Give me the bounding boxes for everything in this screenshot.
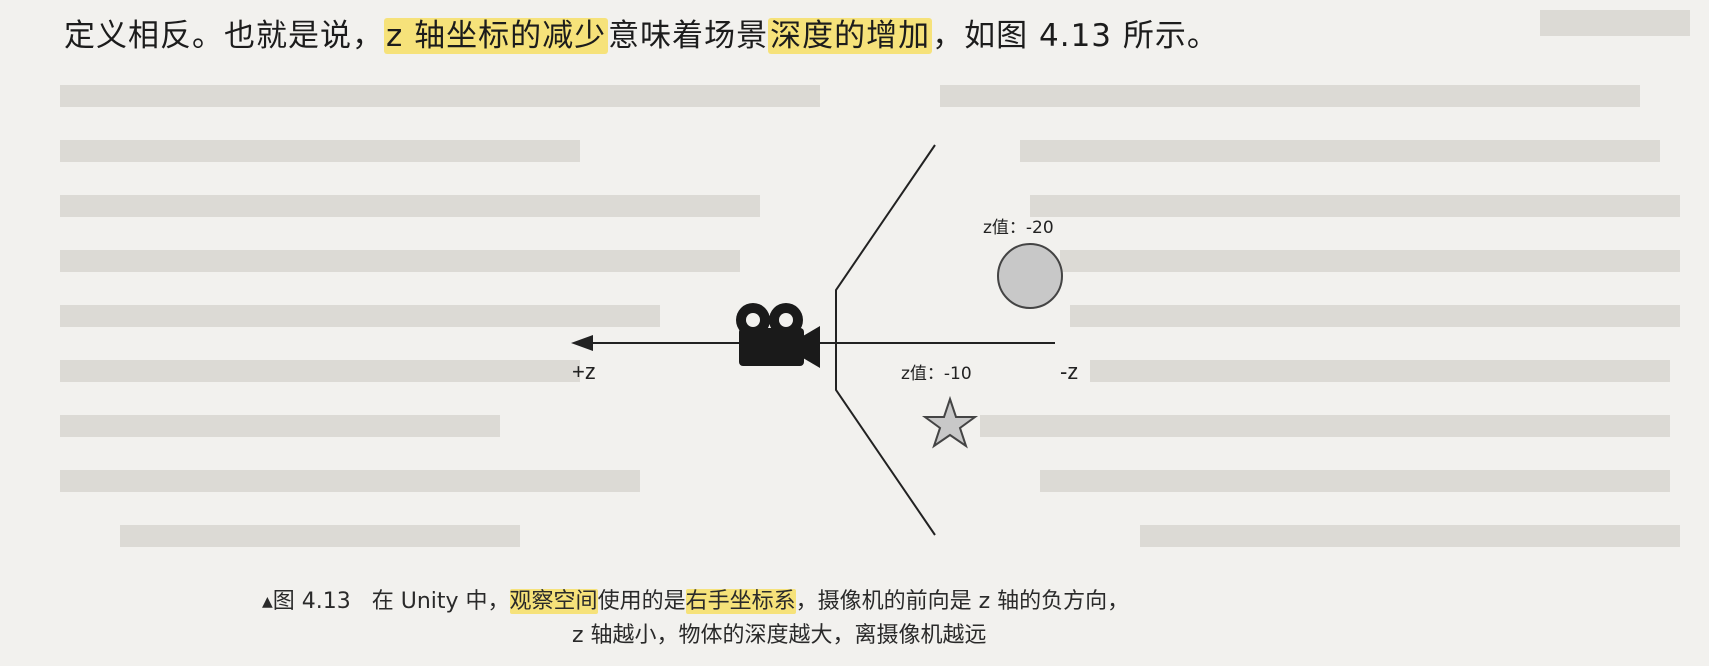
plus-z-label: +z	[572, 359, 596, 384]
body-paragraph: 定义相反。也就是说，z 轴坐标的减少意味着场景深度的增加，如图 4.13 所示。	[64, 14, 1219, 58]
caption-highlight: 观察空间	[509, 589, 598, 614]
z-axis-arrowhead	[571, 335, 593, 351]
triangle-marker-icon: ▲	[262, 594, 273, 610]
body-text-segment: 意味着场景	[608, 18, 769, 54]
body-text-segment: 定义相反。也就是说，	[64, 18, 384, 54]
caption-line-2: z 轴越小，物体的深度越大，离摄像机越远	[572, 623, 987, 648]
caption-text: ，摄像机的前向是 z 轴的负方向，	[795, 589, 1130, 614]
sphere-icon	[997, 243, 1063, 309]
caption-highlight: 右手坐标系	[685, 589, 796, 614]
caption-text: 使用的是	[597, 589, 686, 614]
highlighted-text: 深度的增加	[768, 18, 933, 54]
camera-icon	[736, 303, 820, 368]
sphere-z-label: z值：-20	[983, 218, 1054, 238]
caption-line-1: ▲图 4.13 在 Unity 中，观察空间使用的是右手坐标系，摄像机的前向是 …	[262, 585, 1129, 619]
frustum-outline	[835, 144, 936, 536]
highlighted-text: z 轴坐标的减少	[384, 18, 609, 54]
body-text-segment: ，如图 4.13 所示。	[932, 18, 1219, 54]
caption-text: 在 Unity 中，	[371, 589, 510, 614]
star-icon	[921, 395, 979, 449]
star-z-label: z值：-10	[901, 364, 972, 384]
figure-number: 图 4.13	[272, 589, 351, 614]
minus-z-label: -z	[1060, 359, 1078, 384]
